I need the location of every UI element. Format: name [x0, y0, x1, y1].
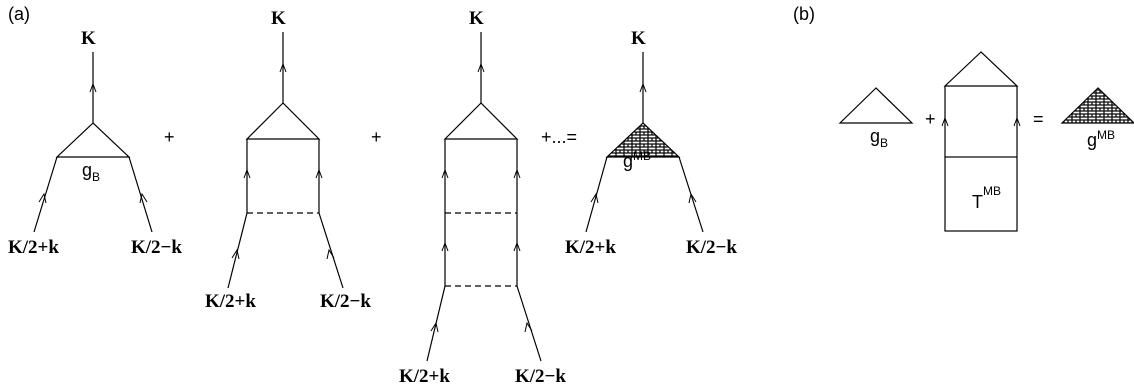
momentum-out-label: K	[81, 28, 96, 49]
arrow-up-icon	[513, 168, 521, 179]
momentum-out-label: K	[469, 8, 484, 29]
bare-vertex-diagram: K gB K/2+k K/2−k	[8, 28, 182, 258]
arrow-up-icon	[38, 192, 47, 204]
two-rung-ladder-diagram: K K/2+k K/2−k	[399, 8, 566, 387]
incoming-line-right	[128, 156, 153, 233]
bare-vertex-triangle	[838, 87, 914, 124]
panel-b-label: (b)	[793, 4, 815, 24]
vertex-label: gMB	[1087, 128, 1115, 150]
momentum-in-left-label: K/2+k	[565, 237, 616, 258]
dressed-vertex-term: gMB	[1060, 87, 1134, 150]
bare-vertex-triangle	[55, 122, 131, 158]
momentum-in-left-label: K/2+k	[399, 366, 450, 387]
incoming-line-left	[33, 156, 58, 233]
bare-vertex-triangle	[245, 102, 321, 140]
vertex-label: gB	[870, 126, 888, 150]
dressed-vertex-triangle	[605, 122, 681, 158]
momentum-in-right-label: K/2−k	[686, 237, 737, 258]
arrow-up-icon	[326, 248, 335, 260]
arrow-up-icon	[590, 192, 599, 204]
incoming-line-right	[318, 212, 344, 289]
momentum-out-label: K	[631, 28, 646, 49]
one-rung-ladder-diagram: K K/2+k K/2−k	[205, 8, 371, 312]
arrow-up-icon	[315, 168, 323, 179]
series-equals-operator: +...=	[541, 127, 577, 147]
dressed-vertex-diagram: K gMB K/2+k K/2−k	[565, 28, 737, 258]
momentum-in-right-label: K/2−k	[320, 291, 371, 312]
panel-a-label: (a)	[8, 4, 30, 24]
incoming-line-right	[516, 285, 542, 362]
bare-vertex-triangle	[443, 102, 519, 140]
bare-vertex-term: gB	[838, 87, 914, 150]
vertex-t-matrix-term: TMB	[941, 51, 1021, 232]
plus-operator: +	[925, 109, 936, 129]
arrow-up-icon	[688, 192, 697, 204]
arrow-up-icon	[1013, 116, 1021, 127]
t-matrix-label: TMB	[972, 184, 1001, 212]
momentum-in-right-label: K/2−k	[515, 366, 566, 387]
arrow-up-icon	[941, 116, 949, 127]
arrow-up-icon	[524, 321, 533, 333]
arrow-up-icon	[89, 82, 97, 93]
momentum-in-left-label: K/2+k	[8, 237, 59, 258]
plus-operator: +	[371, 127, 382, 147]
arrow-up-icon	[243, 168, 251, 179]
arrow-up-icon	[477, 62, 485, 73]
arrow-up-icon	[441, 168, 449, 179]
arrow-up-icon	[441, 241, 449, 252]
momentum-in-left-label: K/2+k	[205, 291, 256, 312]
arrow-up-icon	[139, 192, 148, 204]
bare-vertex-triangle	[943, 51, 1019, 87]
dressed-vertex-triangle	[1060, 87, 1134, 124]
t-matrix-box	[944, 156, 1018, 232]
arrow-up-icon	[231, 248, 240, 260]
arrow-up-icon	[279, 62, 287, 73]
vertex-label: gB	[82, 160, 100, 184]
equals-operator: =	[1033, 109, 1044, 129]
momentum-in-right-label: K/2−k	[131, 237, 182, 258]
arrow-up-icon	[430, 321, 439, 333]
arrow-up-icon	[639, 82, 647, 93]
plus-operator: +	[164, 127, 175, 147]
momentum-out-label: K	[271, 8, 286, 29]
arrow-up-icon	[513, 241, 521, 252]
vertex-label: gMB	[623, 149, 651, 171]
